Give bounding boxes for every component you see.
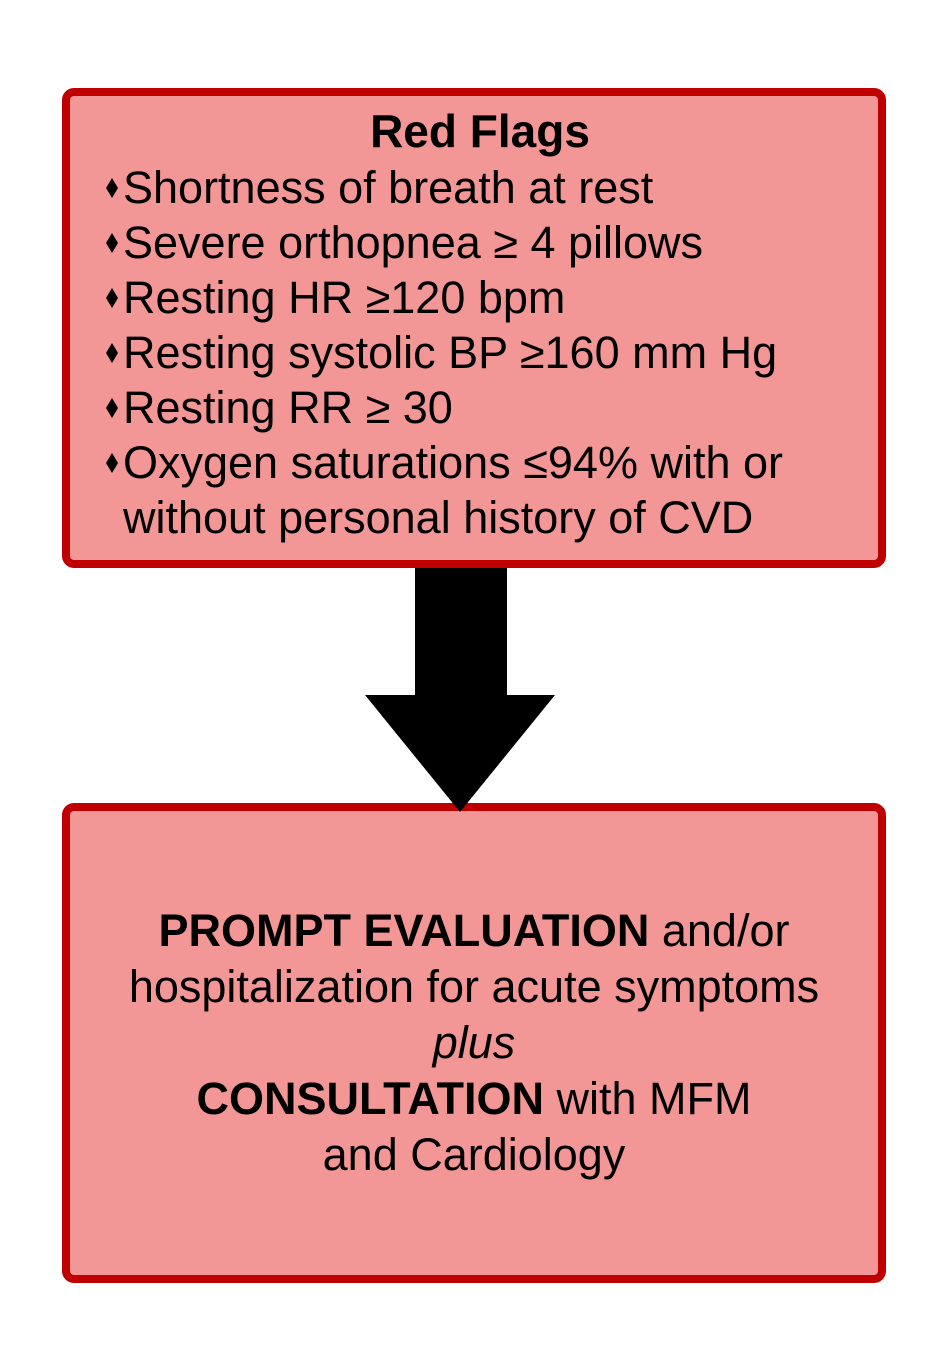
action-line-text: hospitalization for acute symptoms bbox=[128, 961, 820, 1012]
action-box: PROMPT EVALUATION and/or hospitalization… bbox=[62, 803, 886, 1283]
diamond-bullet-icon bbox=[106, 233, 118, 253]
diamond-bullet-icon bbox=[106, 453, 118, 473]
action-line-text: and/or bbox=[649, 905, 790, 956]
list-item: Shortness of breath at rest bbox=[106, 160, 854, 215]
action-line-text: with MFM bbox=[543, 1073, 752, 1124]
diamond-bullet-icon bbox=[106, 343, 118, 363]
list-item-text: Severe orthopnea ≥ 4 pillows bbox=[123, 217, 704, 268]
red-flags-list: Shortness of breath at rest Severe ortho… bbox=[106, 160, 854, 545]
diamond-bullet-icon bbox=[106, 288, 118, 308]
list-item-text: Oxygen saturations ≤94% with or without … bbox=[123, 437, 784, 543]
down-arrow-icon bbox=[365, 568, 555, 814]
list-item: Severe orthopnea ≥ 4 pillows bbox=[106, 215, 854, 270]
diamond-bullet-icon bbox=[106, 178, 118, 198]
action-line: and Cardiology bbox=[323, 1127, 626, 1183]
red-flags-box: Red Flags Shortness of breath at rest Se… bbox=[62, 88, 886, 568]
action-line: hospitalization for acute symptoms bbox=[129, 959, 819, 1015]
list-item: Oxygen saturations ≤94% with or without … bbox=[106, 435, 854, 545]
action-line-text: and Cardiology bbox=[322, 1129, 626, 1180]
list-item-text: Shortness of breath at rest bbox=[123, 162, 654, 213]
action-line-bold: PROMPT EVALUATION bbox=[158, 905, 650, 956]
red-flags-title: Red Flags bbox=[370, 105, 590, 157]
action-line-italic: plus bbox=[432, 1017, 516, 1068]
action-line-bold: CONSULTATION bbox=[196, 1073, 544, 1124]
list-item-text: Resting HR ≥120 bpm bbox=[123, 272, 566, 323]
action-line: CONSULTATION with MFM bbox=[197, 1071, 752, 1127]
action-line: PROMPT EVALUATION and/or bbox=[159, 903, 790, 959]
list-item: Resting systolic BP ≥160 mm Hg bbox=[106, 325, 854, 380]
list-item-text: Resting RR ≥ 30 bbox=[123, 382, 453, 433]
list-item: Resting HR ≥120 bpm bbox=[106, 270, 854, 325]
list-item-text: Resting systolic BP ≥160 mm Hg bbox=[123, 327, 778, 378]
action-line: plus bbox=[433, 1015, 516, 1071]
diamond-bullet-icon bbox=[106, 398, 118, 418]
list-item: Resting RR ≥ 30 bbox=[106, 380, 854, 435]
